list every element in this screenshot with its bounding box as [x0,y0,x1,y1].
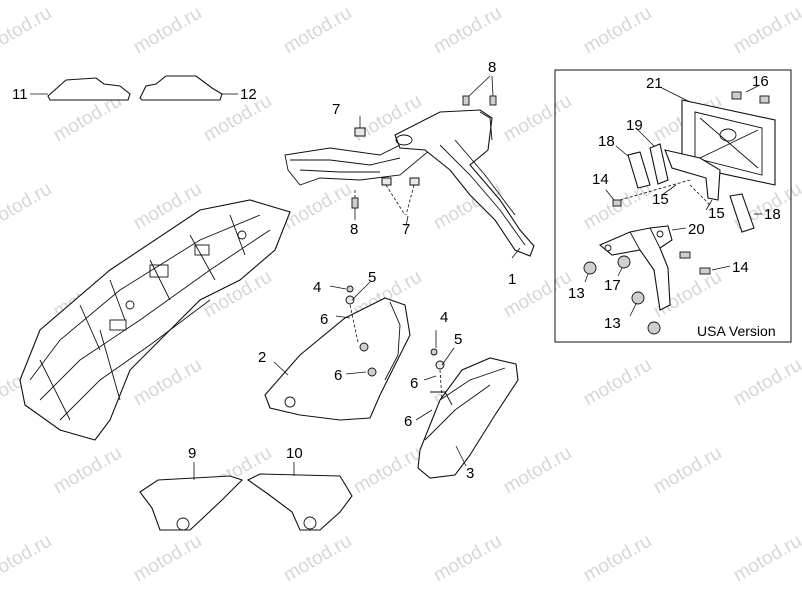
callout-3: 3 [466,465,475,482]
callout-9: 9 [188,445,197,462]
part-1-rear-hugger [394,109,535,257]
callout-10: 10 [286,445,303,462]
callout-4: 4 [313,279,322,296]
callout-8: 8 [488,59,497,76]
callout-15: 15 [708,205,725,222]
clips-7-lower [381,177,420,216]
callout-18: 18 [764,206,781,223]
callout-1: 1 [508,271,517,288]
callout-4: 4 [440,309,449,326]
callout-17: 17 [604,277,621,294]
part-3-side-panel-right [417,357,519,479]
callout-6: 6 [334,367,343,384]
callout-21: 21 [646,75,663,92]
callout-5: 5 [454,331,463,348]
callout-7: 7 [332,101,341,118]
callout-6: 6 [320,311,329,328]
bracket-15 [619,149,721,211]
callout-7: 7 [402,221,411,238]
usa-version-frame [554,69,792,343]
callout-18: 18 [598,133,615,150]
callout-14: 14 [592,171,609,188]
callout-16: 16 [752,73,769,90]
bolt-8-top [462,75,497,106]
callout-11: 11 [12,86,28,103]
nuts-13-17 [583,255,661,335]
screws-14 [605,189,731,275]
callout-15: 15 [652,191,669,208]
callout-13: 13 [604,315,621,332]
callout-2: 2 [258,349,267,366]
part-10-pad [246,462,353,531]
callout-6: 6 [404,413,413,430]
callout-6: 6 [410,375,419,392]
part-11-pad [47,77,131,101]
rear-subframe [19,199,291,441]
callout-14: 14 [732,259,749,276]
part-9-pad [139,462,244,531]
part-18-reflector-right [729,193,762,233]
rear-grab-frame [284,139,431,186]
part-20-holder-bracket [598,225,687,311]
clip-7-top [354,127,366,137]
part-19-reflector [637,129,669,185]
usa-version-label: USA Version [697,323,776,339]
callout-5: 5 [368,269,377,286]
callout-20: 20 [688,221,705,238]
fasteners-part-3 [415,330,467,467]
part-2-side-panel-left [264,297,411,421]
callout-19: 19 [626,117,643,134]
bolt-8-lower [351,190,359,220]
callout-8: 8 [350,221,359,238]
bolts-16 [731,85,770,104]
callout-12: 12 [240,86,257,103]
fasteners-part-2 [329,281,371,375]
callout-13: 13 [568,285,585,302]
part-12-pad [139,75,223,101]
part-18-reflector-left [615,145,651,189]
